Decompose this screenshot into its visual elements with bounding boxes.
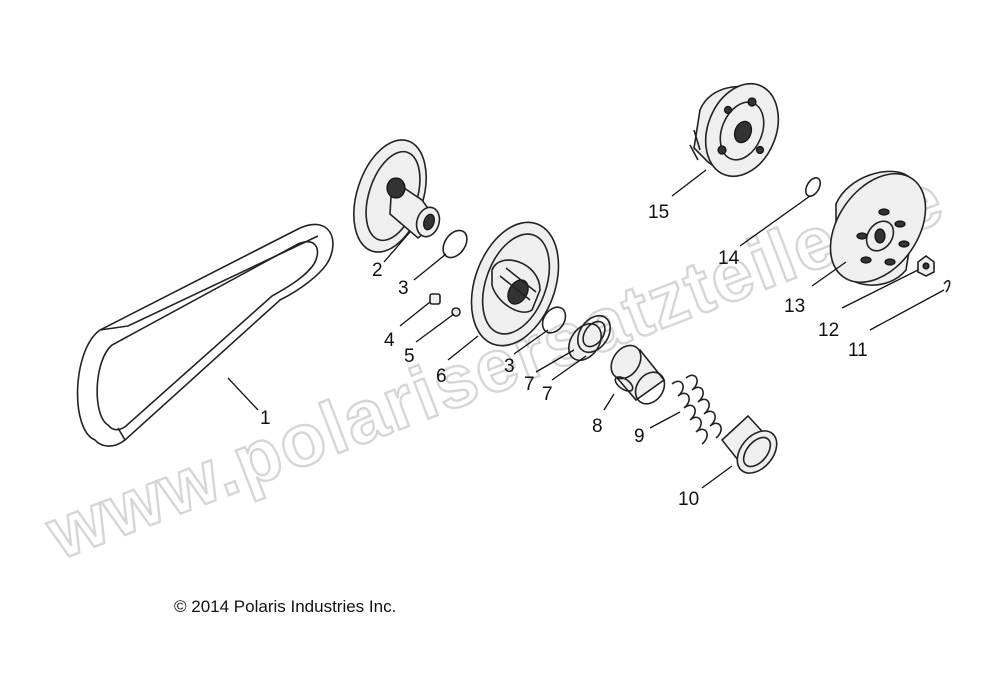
callout-2: 2 [372,260,383,281]
movable-sheave [470,221,560,347]
callout-7-first: 7 [524,374,535,395]
callout-9: 9 [634,426,645,447]
nut-12 [917,255,935,277]
callout-10: 10 [678,489,699,510]
callout-14: 14 [718,248,740,269]
callout-3-upper: 3 [398,278,409,299]
pin-4 [429,293,441,305]
copyright-notice: © 2014 Polaris Industries Inc. [174,597,397,616]
callout-12: 12 [818,320,839,341]
drive-belt [76,223,334,447]
spring-9 [671,374,722,445]
callout-1: 1 [260,408,271,429]
clip-11 [943,279,951,293]
o-ring-upper [442,229,468,259]
watermark: www.polarisersatzteile.de [35,156,954,575]
o-ring-14 [804,177,822,197]
callout-6: 6 [436,366,447,387]
callout-11: 11 [848,340,868,361]
clutch-drum [829,170,927,286]
callout-15: 15 [648,202,669,223]
fixed-sheave [353,139,441,253]
sleeve-8 [610,344,666,405]
bushing-7 [567,314,612,362]
leader-lines [227,169,945,489]
callout-8: 8 [592,416,603,437]
callout-13: 13 [784,296,805,317]
callout-4: 4 [384,330,395,351]
callout-5: 5 [404,346,415,367]
spring-cup-10 [720,414,778,474]
clutch-shoe-assembly [689,82,780,178]
callout-7-second: 7 [542,384,553,405]
callout-3-lower: 3 [504,356,515,377]
